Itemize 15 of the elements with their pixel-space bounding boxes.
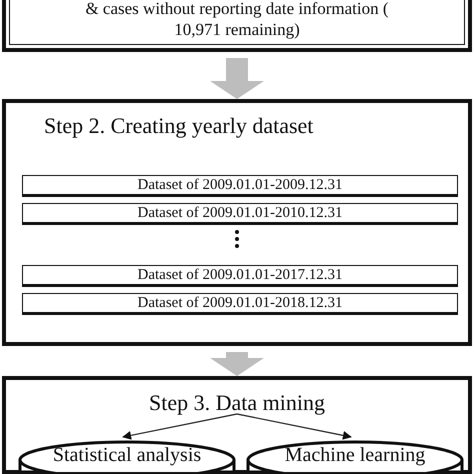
cylinder-label: Statistical analysis [52,444,202,467]
step-title: Step 3. Data mining [149,388,325,418]
cylinder-label: Machine learning [284,444,426,467]
step-panel [2,99,472,346]
block-arrow [210,58,264,99]
dataset-bar: Dataset of 2009.01.01-2010.12.31 [22,203,458,225]
dataset-bar: Dataset of 2009.01.01-2018.12.31 [22,293,458,315]
dataset-bar: Dataset of 2009.01.01-2017.12.31 [22,265,458,287]
arrow [236,413,352,440]
dataset-bar: Dataset of 2009.01.01-2009.12.31 [22,175,458,197]
block-arrow [210,352,264,376]
step-title: Step 2. Creating yearly dataset [43,113,314,139]
step-panel [2,376,472,474]
box-text: & cases without reporting date information ( 10,971 remaining) [84,0,390,40]
arrow [122,413,238,440]
